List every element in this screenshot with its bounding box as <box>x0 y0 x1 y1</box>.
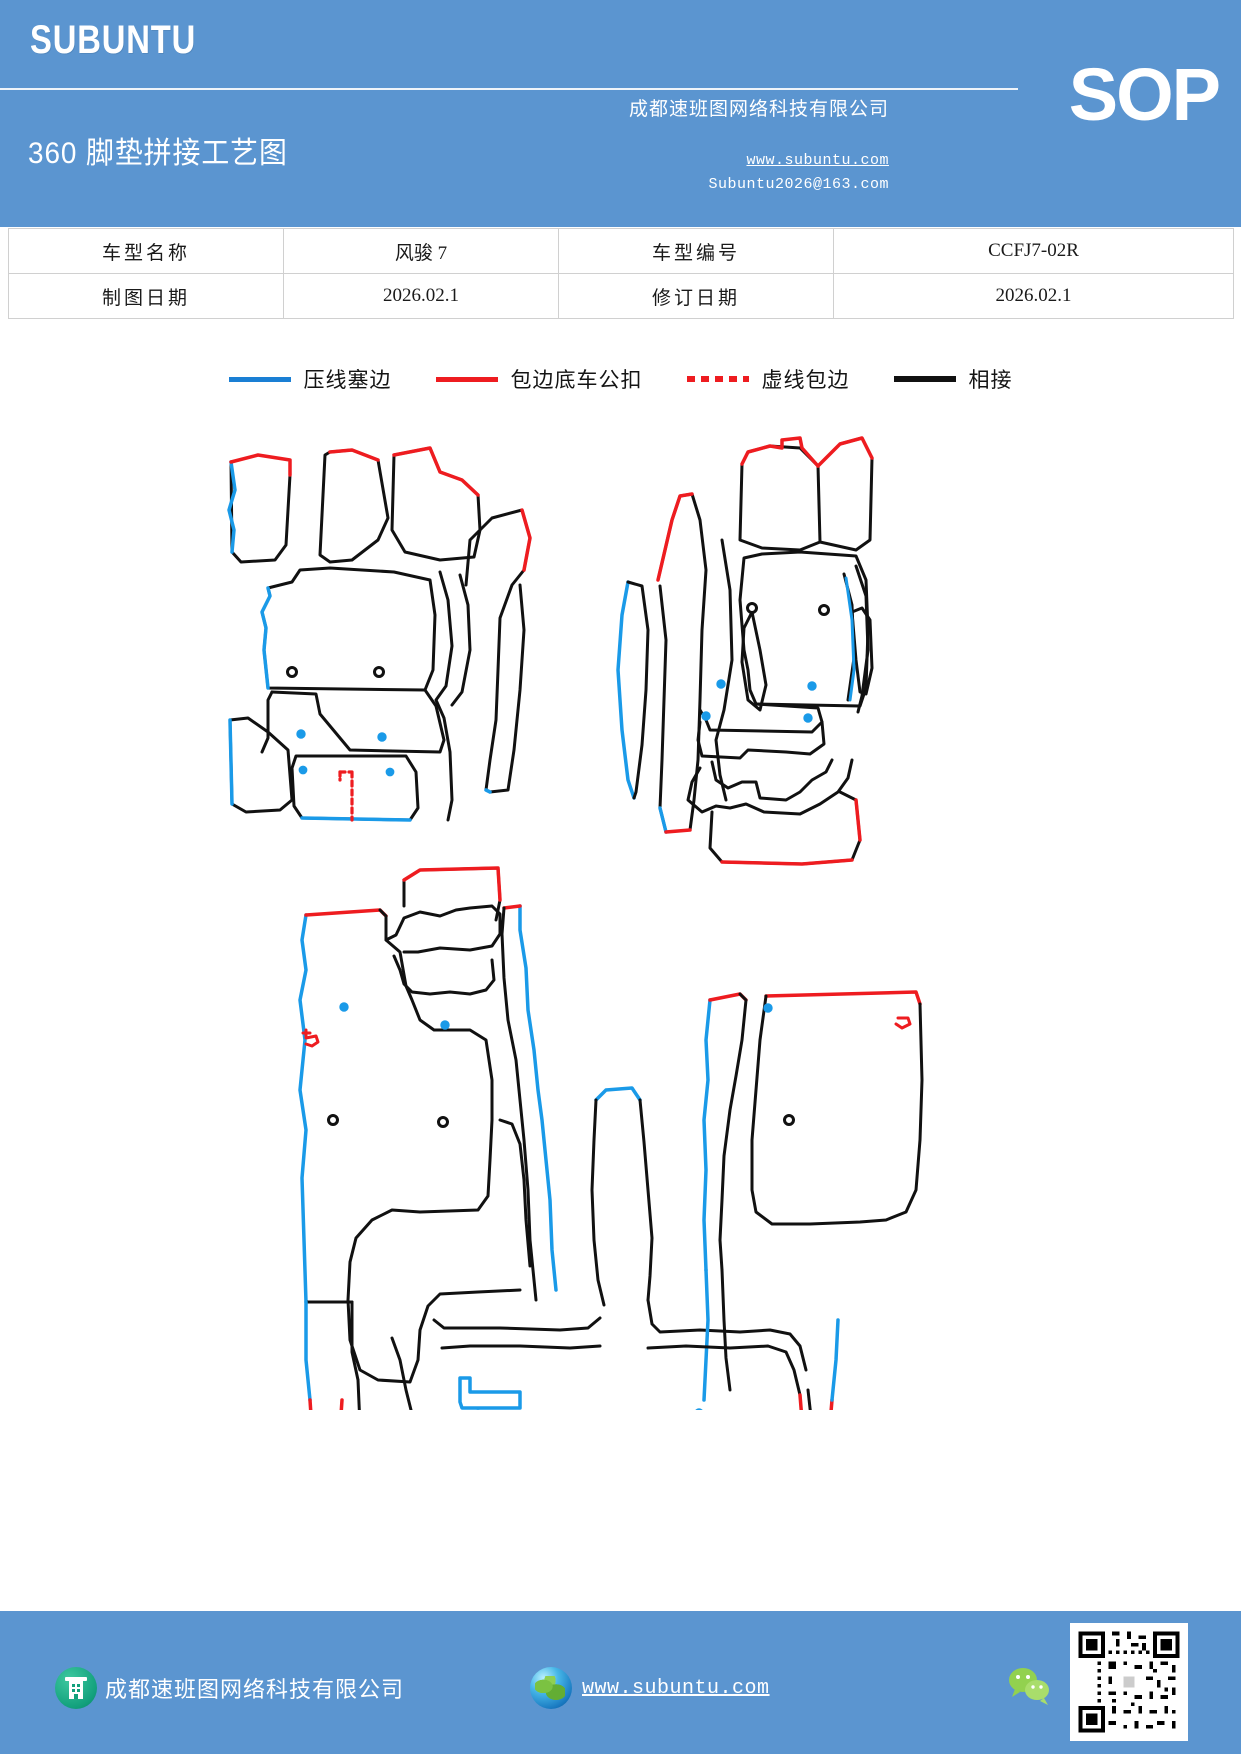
cell-draw-date-label: 制图日期 <box>8 273 284 319</box>
qr-code <box>1070 1623 1188 1741</box>
footer-company: 成都速班图网络科技有限公司 <box>55 1667 404 1709</box>
legend-line-dotted-red-icon <box>686 376 749 382</box>
footer-website-link[interactable]: www.subuntu.com <box>582 1676 770 1700</box>
footer-website[interactable]: www.subuntu.com <box>530 1667 770 1709</box>
legend-line-red-icon <box>435 376 498 382</box>
table-row: 车型名称 风骏 7 车型编号 CCFJ7-02R <box>8 228 1234 274</box>
header-website-link[interactable]: www.subuntu.com <box>746 152 889 169</box>
legend-label: 压线塞边 <box>303 368 392 392</box>
footer-company-name: 成都速班图网络科技有限公司 <box>105 1677 405 1702</box>
front-left-assembly <box>227 446 532 822</box>
dashed-bind-detail <box>338 770 354 822</box>
header-email[interactable]: Subuntu2026@163.com <box>708 176 889 193</box>
sop-badge: SOP <box>1068 53 1221 136</box>
legend: 压线塞边 包边底车公扣 虚线包边 相接 <box>0 356 1241 402</box>
page-footer: 成都速班图网络科技有限公司 www.subuntu.com <box>0 1608 1241 1754</box>
header-divider <box>0 88 1018 90</box>
cell-model-name-value: 风骏 7 <box>283 228 559 274</box>
header-company-name: 成都速班图网络科技有限公司 <box>628 99 889 120</box>
wechat-icon <box>1006 1665 1054 1707</box>
cell-model-code-value: CCFJ7-02R <box>833 228 1234 274</box>
brand-logo: SUBUNTU <box>30 18 197 62</box>
legend-item-dashed-bind: 虚线包边 <box>686 364 850 394</box>
page-header: SUBUNTU 360 脚垫拼接工艺图 成都速班图网络科技有限公司 www.su… <box>0 0 1241 227</box>
legend-label: 包边底车公扣 <box>510 368 643 392</box>
cell-model-code-label: 车型编号 <box>558 228 834 274</box>
legend-label: 虚线包边 <box>761 368 850 392</box>
legend-item-press-edge: 压线塞边 <box>228 364 392 394</box>
rear-floor-assembly <box>298 866 924 1410</box>
cell-draw-date-value: 2026.02.1 <box>283 273 559 319</box>
cell-model-name-label: 车型名称 <box>8 228 284 274</box>
legend-item-bind-edge: 包边底车公扣 <box>435 364 643 394</box>
cell-revise-date-value: 2026.02.1 <box>833 273 1234 319</box>
legend-line-blue-icon <box>228 376 291 382</box>
vehicle-info-table: 车型名称 风骏 7 车型编号 CCFJ7-02R 制图日期 2026.02.1 … <box>8 228 1234 319</box>
globe-icon <box>530 1667 572 1709</box>
page-title: 360 脚垫拼接工艺图 <box>28 137 288 170</box>
cell-revise-date-label: 修订日期 <box>558 273 834 319</box>
mat-pattern-drawing <box>0 400 1241 1410</box>
table-row: 制图日期 2026.02.1 修订日期 2026.02.1 <box>8 273 1234 319</box>
legend-item-joint: 相接 <box>893 364 1013 394</box>
front-right-assembly <box>616 436 874 866</box>
building-icon <box>55 1667 97 1709</box>
mat-pattern-svg <box>227 436 924 1410</box>
legend-label: 相接 <box>968 368 1013 392</box>
legend-line-black-icon <box>893 376 956 382</box>
